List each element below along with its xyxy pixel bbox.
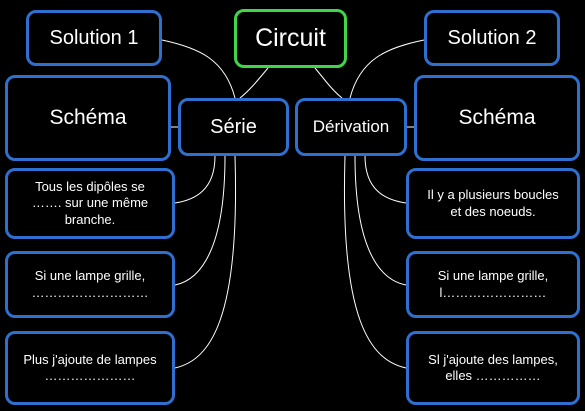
derivation-item-1: Il y a plusieurs boucles et des noeuds.	[406, 168, 580, 239]
connector-serie-item2	[174, 155, 226, 286]
connector-serie-item1	[174, 155, 216, 204]
derivation-item-2-text: Si une lampe grille, l……………………	[437, 268, 549, 300]
solution-2-label: Solution 2	[447, 26, 537, 49]
connector-derivation-item1	[364, 155, 407, 204]
serie-item-3-text: Plus j'ajoute de lampes …………………	[23, 351, 157, 383]
serie-item-1: Tous les dipôles se ……. sur une même bra…	[5, 168, 175, 239]
derivation-label: Dérivation	[312, 117, 390, 137]
connector-circuit-serie	[239, 67, 269, 99]
connector-derivation-item2	[354, 155, 407, 286]
schema-right-label: Schéma	[458, 105, 536, 129]
solution-1-label: Solution 1	[49, 26, 139, 49]
connector-circuit-derivation	[314, 67, 343, 99]
serie-label: Série	[210, 115, 257, 138]
schema-left-node: Schéma	[5, 75, 171, 161]
connector-serie-solution1	[161, 39, 236, 99]
derivation-item-1-text: Il y a plusieurs boucles et des noeuds.	[427, 187, 559, 219]
schema-right-node: Schéma	[414, 75, 580, 161]
serie-item-2: Si une lampe grille, ………………………	[5, 251, 175, 318]
solution-1-node: Solution 1	[26, 10, 162, 66]
serie-item-2-text: Si une lampe grille, ………………………	[31, 268, 149, 300]
derivation-item-3: Sl j'ajoute des lampes, elles ……………	[406, 331, 580, 405]
serie-item-1-text: Tous les dipôles se ……. sur une même bra…	[31, 179, 149, 227]
connector-derivation-item3	[343, 155, 407, 369]
circuit-node: Circuit	[234, 9, 347, 68]
serie-item-3: Plus j'ajoute de lampes …………………	[5, 331, 175, 405]
circuit-label: Circuit	[255, 23, 326, 52]
derivation-item-3-text: Sl j'ajoute des lampes, elles ……………	[428, 351, 558, 383]
serie-node: Série	[178, 98, 289, 156]
derivation-node: Dérivation	[295, 98, 407, 156]
schema-left-label: Schéma	[49, 105, 127, 129]
solution-2-node: Solution 2	[424, 10, 560, 66]
derivation-item-2: Si une lampe grille, l……………………	[406, 251, 580, 318]
connector-derivation-solution2	[349, 39, 425, 99]
connector-serie-item3	[174, 155, 237, 369]
